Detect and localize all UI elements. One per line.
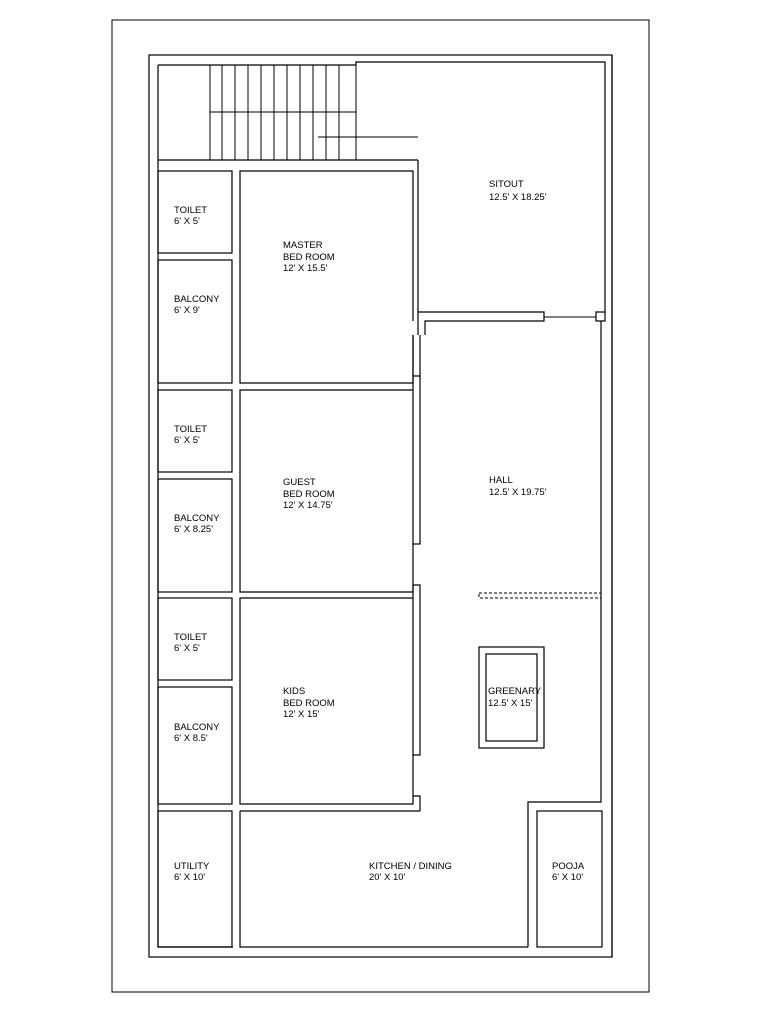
toilet-2-label: TOILET xyxy=(174,424,207,435)
master-bedroom xyxy=(239,170,414,384)
sitout-size: 12.5' X 18.25' xyxy=(489,192,547,203)
balcony-2-label: BALCONY xyxy=(174,513,220,524)
balcony-3-size: 6' X 8.5' xyxy=(174,733,208,744)
master-size: 12' X 15.5' xyxy=(283,263,327,274)
toilet-1 xyxy=(157,170,233,254)
balcony-3-label: BALCONY xyxy=(174,722,220,733)
wall-segment xyxy=(413,795,421,811)
balcony-1 xyxy=(157,259,233,384)
balcony-2-size: 6' X 8.25' xyxy=(174,524,213,535)
hall-size: 12.5' X 19.75' xyxy=(489,487,547,498)
outer-wall-outer xyxy=(148,54,613,958)
kids-label-1: KIDS xyxy=(283,686,305,697)
kids-bedroom xyxy=(239,597,414,805)
toilet-3 xyxy=(157,597,233,681)
pooja-room xyxy=(536,810,603,948)
guest-label-2: BED ROOM xyxy=(283,489,335,500)
master-label-2: BED ROOM xyxy=(283,252,335,263)
toilet-2-size: 6' X 5' xyxy=(174,435,200,446)
master-label-1: MASTER xyxy=(283,240,323,251)
balcony-3 xyxy=(157,686,233,805)
greenary-size: 12.5' X 15' xyxy=(488,698,532,709)
guest-bedroom xyxy=(239,389,414,593)
balcony-1-label: BALCONY xyxy=(174,294,220,305)
greenary-outer xyxy=(478,646,545,749)
wall-segment xyxy=(595,311,606,322)
toilet-1-size: 6' X 5' xyxy=(174,216,200,227)
outer-wall-inner-top xyxy=(158,61,606,312)
greenary-label: GREENARY xyxy=(488,686,542,697)
staircase xyxy=(158,62,418,161)
toilet-3-label: TOILET xyxy=(174,632,207,643)
hall-right-wall xyxy=(527,321,602,947)
kitchen-dining xyxy=(239,810,528,948)
utility-size: 6' X 10' xyxy=(174,872,205,883)
guest-door xyxy=(412,375,421,545)
hall-divider xyxy=(478,592,602,599)
kitchen-label: KITCHEN / DINING xyxy=(369,861,452,872)
hall-label: HALL xyxy=(489,475,513,486)
utility-label: UTILITY xyxy=(174,861,210,872)
pooja-label: POOJA xyxy=(552,861,585,872)
greenary-inner xyxy=(485,653,538,742)
kids-size: 12' X 15' xyxy=(283,709,320,720)
utility-room xyxy=(157,810,233,948)
kitchen-size: 20' X 10' xyxy=(369,872,406,883)
toilet-2 xyxy=(157,389,233,473)
sitout-label: SITOUT xyxy=(489,179,524,190)
toilet-3-size: 6' X 5' xyxy=(174,643,200,654)
toilet-1-label: TOILET xyxy=(174,205,207,216)
balcony-1-size: 6' X 9' xyxy=(174,305,200,316)
sheet-border xyxy=(111,19,650,993)
guest-size: 12' X 14.75' xyxy=(283,500,333,511)
kids-label-2: BED ROOM xyxy=(283,698,335,709)
sitout-wall xyxy=(417,160,545,335)
balcony-2 xyxy=(157,478,233,593)
guest-label-1: GUEST xyxy=(283,477,316,488)
pooja-size: 6' X 10' xyxy=(552,872,583,883)
kids-door xyxy=(412,584,421,756)
